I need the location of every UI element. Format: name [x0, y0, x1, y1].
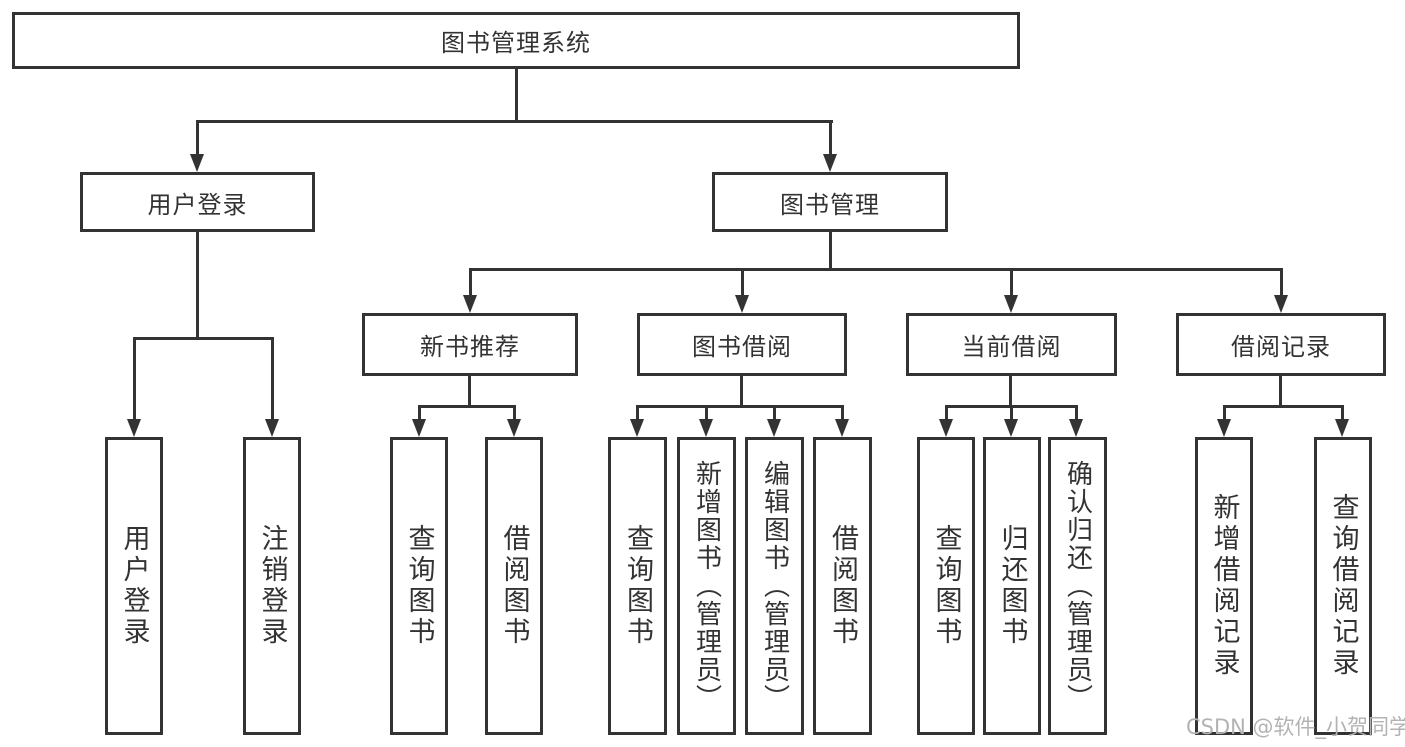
- connector-line: [469, 268, 1282, 271]
- connector-line: [196, 232, 199, 337]
- leaf-label: 注销登录: [256, 524, 288, 648]
- connector-arrow-down-icon: [1069, 419, 1083, 437]
- leaf-borrow-books-borrowing: 借阅图书: [813, 437, 872, 735]
- connector-line: [133, 337, 136, 419]
- connector-arrow-down-icon: [1004, 419, 1018, 437]
- connector-arrow-down-icon: [1004, 295, 1018, 313]
- connector-line: [515, 69, 518, 120]
- leaf-logout-login: 注销登录: [243, 437, 301, 735]
- leaf-label: 查询借阅记录: [1327, 493, 1359, 679]
- connector-line: [418, 405, 421, 421]
- connector-arrow-down-icon: [1335, 419, 1349, 437]
- connector-line: [741, 268, 744, 295]
- connector-line: [705, 405, 708, 421]
- leaf-query-books-current: 查询图书: [917, 437, 975, 735]
- connector-line: [841, 405, 844, 421]
- connector-arrow-down-icon: [735, 295, 749, 313]
- connector-line: [829, 232, 832, 268]
- connector-line: [1010, 268, 1013, 295]
- connector-line: [636, 405, 639, 421]
- leaf-label: 借阅图书: [498, 524, 530, 648]
- connector-line: [133, 337, 274, 340]
- connector-arrow-down-icon: [699, 419, 713, 437]
- leaf-label: 确认归还（管理员）: [1062, 460, 1093, 712]
- node-borrowing-records: 借阅记录: [1176, 313, 1386, 376]
- connector-line: [1279, 376, 1282, 405]
- leaf-label: 新增图书（管理员）: [691, 460, 722, 712]
- leaf-query-books-borrowing: 查询图书: [608, 437, 667, 735]
- connector-arrow-down-icon: [412, 419, 426, 437]
- leaf-query-books-recommend: 查询图书: [390, 437, 448, 735]
- leaf-borrow-books-recommend: 借阅图书: [485, 437, 543, 735]
- connector-line: [945, 405, 948, 421]
- connector-line: [196, 120, 199, 156]
- connector-line: [468, 376, 471, 405]
- leaf-label: 新增借阅记录: [1208, 493, 1240, 679]
- connector-arrow-down-icon: [190, 154, 204, 172]
- leaf-label: 查询图书: [622, 524, 653, 648]
- connector-arrow-down-icon: [823, 154, 837, 172]
- connector-line: [1280, 268, 1283, 295]
- leaf-return-books: 归还图书: [983, 437, 1041, 735]
- connector-line: [1223, 405, 1343, 408]
- connector-arrow-down-icon: [463, 295, 477, 313]
- leaf-query-borrowing-record: 查询借阅记录: [1314, 437, 1372, 735]
- node-current-borrowing: 当前借阅: [906, 313, 1117, 376]
- connector-line: [1075, 405, 1078, 421]
- connector-line: [1223, 405, 1226, 421]
- connector-arrow-down-icon: [1217, 419, 1231, 437]
- leaf-label: 查询图书: [930, 524, 962, 648]
- connector-arrow-down-icon: [767, 419, 781, 437]
- leaf-user-login: 用户登录: [105, 437, 163, 735]
- node-book-borrowing: 图书借阅: [637, 313, 847, 376]
- leaf-add-books-admin: 新增图书（管理员）: [677, 437, 736, 735]
- node-book-management: 图书管理: [712, 172, 948, 232]
- connector-line: [418, 405, 515, 408]
- node-new-book-recommendation: 新书推荐: [362, 313, 578, 376]
- connector-arrow-down-icon: [127, 419, 141, 437]
- leaf-label: 用户登录: [118, 524, 150, 648]
- leaf-confirm-return-admin: 确认归还（管理员）: [1048, 437, 1107, 735]
- connector-line: [829, 120, 832, 156]
- leaf-edit-books-admin: 编辑图书（管理员）: [745, 437, 804, 735]
- connector-line: [773, 405, 776, 421]
- watermark-csdn: CSDN @软件_小贺同学: [1186, 715, 1405, 739]
- node-user-login: 用户登录: [80, 172, 315, 232]
- connector-arrow-down-icon: [1274, 295, 1288, 313]
- leaf-label: 借阅图书: [827, 524, 858, 648]
- leaf-label: 编辑图书（管理员）: [759, 460, 790, 712]
- leaf-label: 归还图书: [996, 524, 1028, 648]
- connector-line: [469, 268, 472, 295]
- leaf-add-borrowing-record: 新增借阅记录: [1195, 437, 1253, 735]
- leaf-label: 查询图书: [403, 524, 435, 648]
- connector-line: [196, 120, 833, 123]
- node-book-management-system: 图书管理系统: [12, 12, 1020, 69]
- connector-line: [271, 337, 274, 419]
- connector-line: [1341, 405, 1344, 421]
- connector-line: [636, 405, 843, 408]
- connector-line: [740, 376, 743, 405]
- connector-line: [1010, 405, 1013, 421]
- connector-line: [1009, 376, 1012, 405]
- connector-arrow-down-icon: [939, 419, 953, 437]
- connector-arrow-down-icon: [835, 419, 849, 437]
- connector-arrow-down-icon: [630, 419, 644, 437]
- connector-arrow-down-icon: [265, 419, 279, 437]
- connector-arrow-down-icon: [507, 419, 521, 437]
- connector-line: [513, 405, 516, 421]
